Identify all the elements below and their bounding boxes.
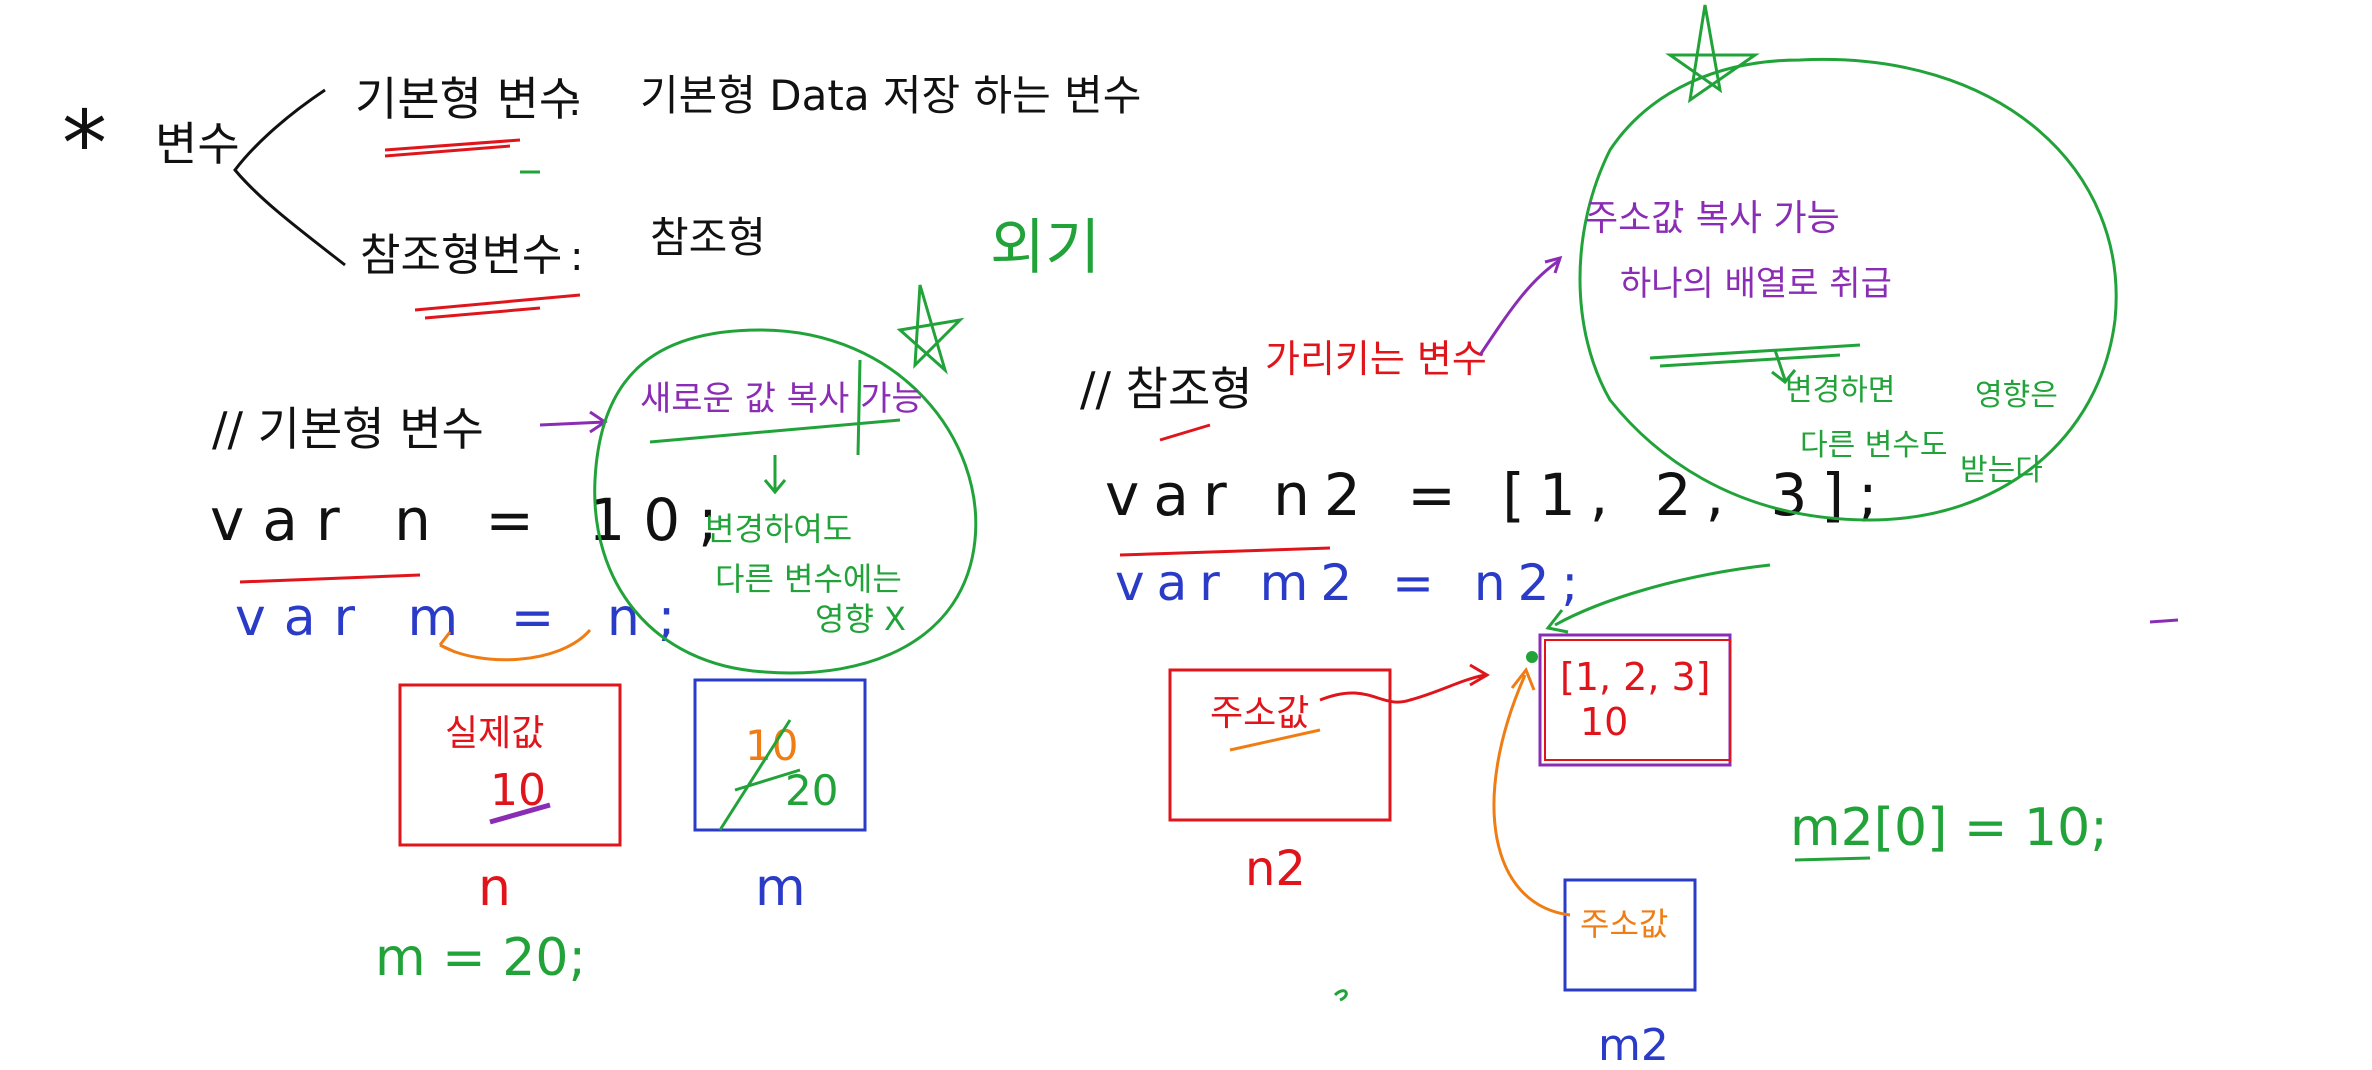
- left-star-icon: [896, 284, 965, 375]
- reference-desc: 참조형: [650, 213, 766, 262]
- primitive-desc: 기본형 Data 저장 하는 변수: [640, 71, 1141, 120]
- memory-box-n: [398, 683, 622, 847]
- address-box-n2-label: 주소값: [1210, 693, 1309, 734]
- pointer-note: 가리키는 변수: [1265, 337, 1487, 381]
- circle-to-array-arrow: [1545, 563, 1771, 634]
- copy-arrow-left: [438, 629, 592, 662]
- right-circle-divider: [1649, 343, 1861, 368]
- memory-box-m: [693, 678, 867, 832]
- box-n-label: 실제값: [445, 713, 544, 754]
- right-note-circle: [1578, 57, 2118, 522]
- address-box-n2-name: n2: [1245, 841, 1306, 897]
- right-code-line1: var n2 = [1, 2, 3];: [1105, 461, 1892, 529]
- address-box-n2: [1168, 668, 1392, 822]
- box-n-value-scribble: [489, 802, 551, 825]
- right-code-line2: var m2 = n2;: [1115, 554, 1590, 612]
- box-m-old: 10: [745, 721, 798, 770]
- left-comment-arrow: [539, 410, 608, 434]
- left-code-underline: [239, 573, 421, 584]
- reference-colon: :: [570, 234, 583, 280]
- left-assign-line: m = 20;: [375, 928, 586, 988]
- left-code-line1: var n = 10;: [210, 486, 736, 554]
- reference-underline: [414, 293, 581, 320]
- left-circle-note-4: 영향 X: [815, 600, 906, 638]
- right-circle-note-6: 받는다: [1960, 453, 2043, 488]
- right-circle-down-arrow: [1771, 349, 1797, 385]
- left-circle-divider: [649, 359, 901, 456]
- right-code-underline: [1119, 546, 1331, 557]
- stray-mark-1: [2149, 618, 2179, 624]
- reference-var-label: 참조형변수: [360, 230, 562, 281]
- left-note-circle: [593, 328, 978, 675]
- right-star-icon: [1665, 4, 1760, 104]
- variable-heading: 변수: [155, 117, 240, 171]
- primitive-var-label: 기본형 변수: [355, 72, 581, 126]
- right-circle-note-1: 주소값 복사 가능: [1585, 198, 1840, 239]
- right-assign-underline: [1794, 856, 1871, 862]
- box-n-name: n: [478, 858, 511, 918]
- address-box-m2: [1563, 878, 1697, 992]
- address-box-n2-underline: [1229, 728, 1321, 752]
- right-circle-note-5: 영향은: [1975, 378, 2058, 413]
- left-circle-down-arrow: [763, 455, 787, 495]
- memorize-note: 외기: [990, 213, 1100, 283]
- box-m-name: m: [755, 858, 806, 918]
- array-heap-box-outline: [1544, 639, 1731, 761]
- box-m-strike: [718, 719, 801, 831]
- right-circle-note-2: 하나의 배열로 취급: [1620, 264, 1892, 304]
- array-box-changed: 10: [1580, 700, 1628, 744]
- right-note-arrow: [1478, 255, 1563, 356]
- right-comment: // 참조형: [1080, 362, 1253, 416]
- right-circle-note-4: 다른 변수도: [1800, 428, 1948, 463]
- array-pointer-dot: [1526, 651, 1538, 663]
- right-comment-underline: [1159, 423, 1211, 442]
- array-box-value: [1, 2, 3]: [1560, 655, 1711, 699]
- left-comment: // 기본형 변수: [212, 402, 484, 456]
- left-code-line2: var m = n;: [235, 588, 693, 648]
- branch-bracket: [233, 88, 346, 267]
- primitive-underline: [384, 138, 521, 158]
- stray-mark-3: [1333, 989, 1348, 1002]
- address-box-m2-name: m2: [1598, 1020, 1669, 1070]
- star-mark: *: [62, 92, 107, 197]
- n2-to-array-arrow: [1319, 663, 1490, 704]
- left-circle-note-1: 새로운 값 복사 가능: [640, 379, 923, 419]
- left-circle-note-3: 다른 변수에는: [715, 560, 902, 598]
- box-m-new: 20: [785, 766, 838, 815]
- right-assign-line: m2[0] = 10;: [1790, 798, 2108, 858]
- primitive-colon: :: [568, 79, 581, 125]
- m2-to-array-arrow: [1492, 667, 1571, 917]
- left-circle-note-2: 변경하여도: [705, 510, 852, 548]
- right-circle-note-3: 변경하면: [1785, 373, 1895, 408]
- address-box-m2-label: 주소값: [1580, 905, 1668, 943]
